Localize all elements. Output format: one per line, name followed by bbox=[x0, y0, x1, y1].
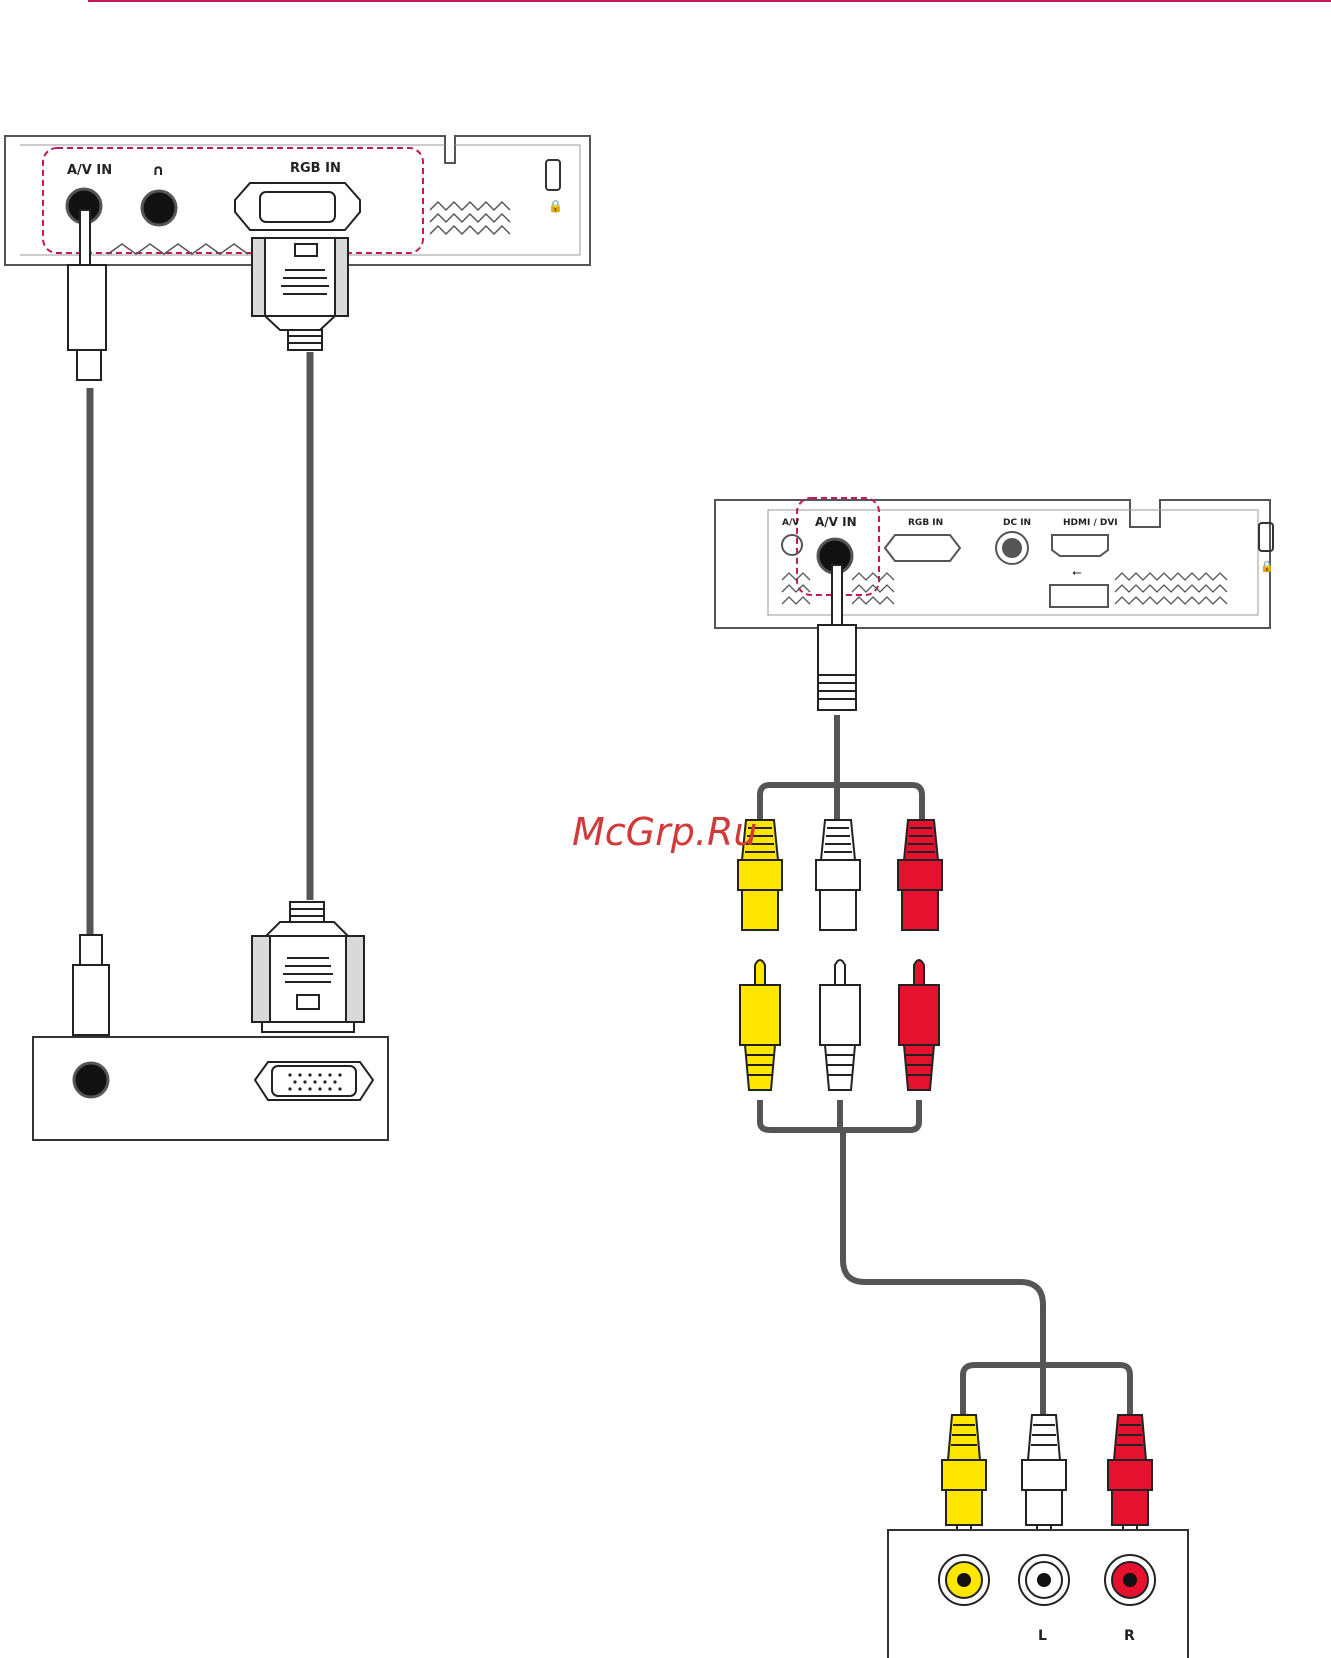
av-cable-long bbox=[760, 1100, 1130, 1445]
port-label-av-in: A/V IN bbox=[67, 163, 112, 178]
av-split-cable-top bbox=[760, 715, 922, 820]
kensington-lock-icon: 🔒 bbox=[548, 199, 563, 213]
port-label-dc-in: DC IN bbox=[1003, 518, 1031, 528]
dc-in-pin bbox=[1002, 538, 1022, 558]
rca-plug-red-lower bbox=[899, 960, 939, 1090]
device-audio-jack bbox=[74, 1063, 108, 1097]
hdmi-port bbox=[1052, 535, 1108, 556]
rca-jack-red bbox=[1105, 1555, 1155, 1605]
source-device-right: L R bbox=[888, 1530, 1188, 1658]
projector-rear-panel-right: A/V A/V IN RGB IN DC IN HDMI / DVI ⭠ 🔒 bbox=[715, 498, 1274, 628]
vga-plug-top bbox=[235, 183, 360, 350]
rca-plug-white-device bbox=[1022, 1415, 1066, 1545]
rca-plug-white-lower bbox=[820, 960, 860, 1090]
rca-jack-yellow bbox=[939, 1555, 989, 1605]
port-label-rgb-in-right: RGB IN bbox=[908, 518, 943, 528]
source-device-left bbox=[33, 1037, 388, 1140]
rca-plug-red-upper bbox=[898, 820, 942, 930]
port-label-rgb-in: RGB IN bbox=[290, 161, 341, 176]
rca-plug-yellow-lower bbox=[740, 960, 780, 1090]
usb-icon: ⭠ bbox=[1072, 565, 1082, 579]
rca-plug-red-device bbox=[1108, 1415, 1152, 1545]
kensington-lock-icon-right: 🔒 bbox=[1260, 560, 1274, 573]
headphone-jack bbox=[142, 191, 176, 225]
device-vga-port bbox=[255, 1062, 373, 1100]
port-label-hdmi: HDMI / DVI bbox=[1063, 518, 1118, 528]
rca-plug-white-upper bbox=[816, 820, 860, 930]
headphone-icon: ∩ bbox=[152, 161, 164, 179]
audio-label-right: R bbox=[1124, 1628, 1135, 1644]
usb-port bbox=[1050, 585, 1108, 607]
rca-jack-white bbox=[1019, 1555, 1069, 1605]
vga-plug-bottom bbox=[252, 902, 364, 1032]
rca-plug-yellow-device bbox=[942, 1415, 986, 1545]
port-label-av-in-right: A/V IN bbox=[815, 515, 857, 529]
watermark: McGrp.Ru bbox=[572, 810, 757, 854]
rgb-in-port-right bbox=[885, 535, 960, 561]
port-label-av-partial: A/V bbox=[782, 518, 799, 528]
audio-label-left: L bbox=[1038, 1628, 1047, 1644]
